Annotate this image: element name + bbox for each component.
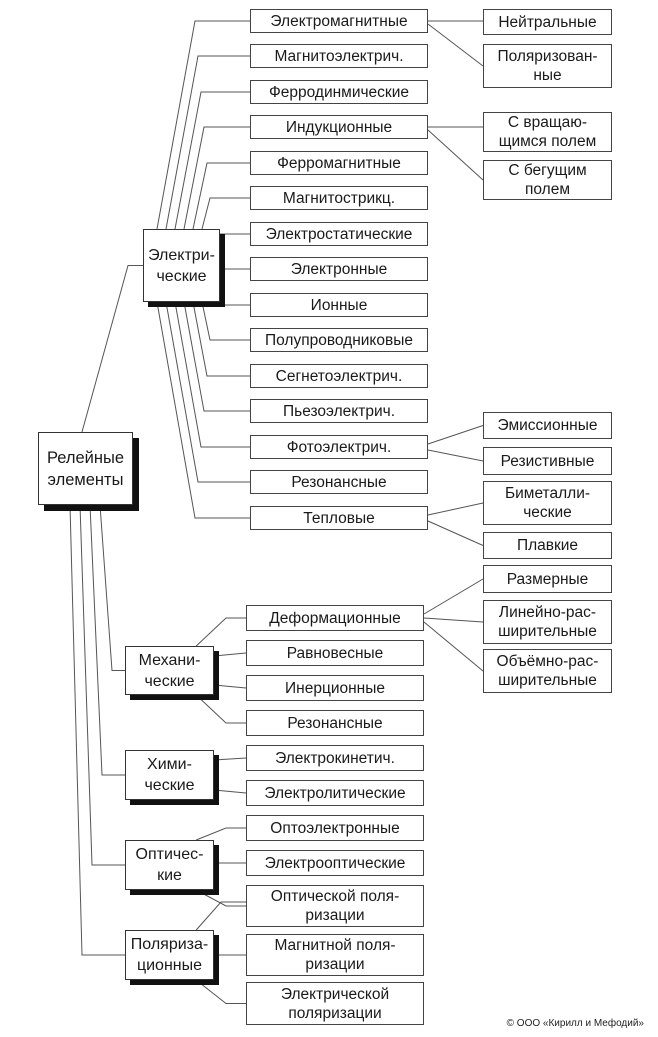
line-electric-e3 — [174, 91, 250, 230]
line-electric-e9 — [210, 301, 250, 306]
subelement-node-e4b: С бегущим полем — [483, 160, 612, 200]
root-to-electric-line — [81, 265, 143, 433]
category-node-electric: Электри- ческие — [143, 229, 220, 302]
line-electric-e10 — [201, 301, 250, 341]
line-e15-e15a — [427, 502, 484, 516]
line-electric-e4 — [183, 126, 250, 230]
element-node-e13: Фотоэлектрич. — [250, 435, 428, 459]
element-node-p3: Электрической поляризации — [246, 982, 424, 1025]
element-node-e4: Индукционные — [250, 115, 428, 139]
line-mechanical-m1 — [195, 617, 246, 647]
line-electric-e2 — [165, 55, 250, 230]
line-chemical-c2 — [213, 789, 247, 794]
line-e4-e4b — [427, 129, 484, 181]
root-to-optical-line — [79, 504, 125, 866]
root-to-polarization-line — [69, 504, 125, 956]
element-node-m3: Инерционные — [246, 675, 424, 701]
subelement-node-e15a: Биметалли- ческие — [483, 481, 612, 525]
line-m1-m1a — [423, 578, 484, 615]
element-node-e12: Пьезоэлектрич. — [250, 399, 428, 423]
element-node-m2: Равновесные — [246, 640, 424, 666]
line-chemical-c1 — [213, 757, 247, 761]
line-electric-e11 — [192, 301, 250, 377]
subelement-node-m1c: Объёмно-рас- ширительные — [483, 649, 612, 693]
line-electric-e5 — [192, 162, 250, 230]
line-electric-e1 — [156, 20, 250, 230]
line-electric-e6 — [201, 197, 250, 230]
category-node-optical: Оптичес- кие — [125, 840, 214, 890]
line-m1-m1c — [423, 621, 484, 672]
element-node-e9: Ионные — [250, 293, 428, 317]
line-mechanical-m3 — [213, 684, 247, 689]
subelement-node-m1b: Линейно-рас- ширительные — [483, 600, 612, 644]
line-electric-e12 — [183, 301, 250, 412]
subelement-node-e1b: Поляризован- ные — [483, 44, 612, 88]
line-electric-e14 — [165, 301, 250, 483]
subelement-node-m1a: Размерные — [483, 565, 612, 593]
element-node-e2: Магнитоэлектрич. — [250, 44, 428, 68]
line-optical-o3 — [195, 889, 246, 907]
line-mechanical-m2 — [213, 652, 247, 657]
element-node-e8: Электронные — [250, 257, 428, 281]
root-to-mechanical-line — [99, 504, 125, 671]
line-electric-e15 — [156, 301, 250, 519]
line-e1-e1b — [427, 23, 484, 67]
element-node-e1: Электромагнитные — [250, 9, 428, 33]
element-node-m4: Резонансные — [246, 710, 424, 736]
element-node-c1: Электрокинетич. — [246, 745, 424, 771]
root-node: Релейные элементы — [38, 432, 133, 505]
element-node-m1: Деформационные — [246, 605, 424, 631]
category-node-chemical: Хими- ческие — [125, 750, 214, 800]
line-polarization-p3 — [195, 979, 246, 1004]
subelement-node-e13b: Резистивные — [483, 447, 612, 475]
element-node-e10: Полупроводниковые — [250, 328, 428, 352]
element-node-e5: Ферромагнитные — [250, 151, 428, 175]
element-node-p2: Магнитной поля- ризации — [246, 934, 424, 976]
element-node-e6: Магнитострикц. — [250, 186, 428, 210]
element-node-o2: Электрооптические — [246, 850, 424, 876]
line-polarization-p1 — [195, 901, 246, 931]
line-electric-e13 — [174, 301, 250, 448]
category-node-polarization: Поляриза- ционные — [125, 930, 214, 980]
copyright-notice: © ООО «Кирилл и Мефодий» — [506, 1018, 644, 1029]
element-node-o3: Оптической поля- ризации — [246, 885, 424, 927]
line-m1-m1b — [423, 617, 484, 623]
line-optical-o1 — [196, 827, 246, 841]
subelement-node-e4a: С вращаю- щимся полем — [483, 112, 612, 152]
line-e13-e13b — [427, 449, 484, 462]
element-node-c2: Электролитические — [246, 780, 424, 806]
line-mechanical-m4 — [195, 694, 246, 724]
line-e13-e13a — [427, 425, 484, 445]
element-node-o1: Оптоэлектронные — [246, 815, 424, 841]
subelement-node-e15b: Плавкие — [483, 532, 612, 559]
subelement-node-e13a: Эмиссионные — [483, 412, 612, 439]
element-node-e14: Резонансные — [250, 470, 428, 494]
element-node-e7: Электростатические — [250, 222, 428, 246]
root-to-chemical-line — [89, 504, 125, 776]
line-e15-e15b — [427, 520, 484, 546]
element-node-e11: Сегнетоэлектрич. — [250, 364, 428, 388]
element-node-e3: Ферродинмические — [250, 80, 428, 104]
subelement-node-e1a: Нейтральные — [483, 9, 612, 35]
element-node-e15: Тепловые — [250, 506, 428, 530]
category-node-mechanical: Механи- ческие — [125, 646, 214, 695]
